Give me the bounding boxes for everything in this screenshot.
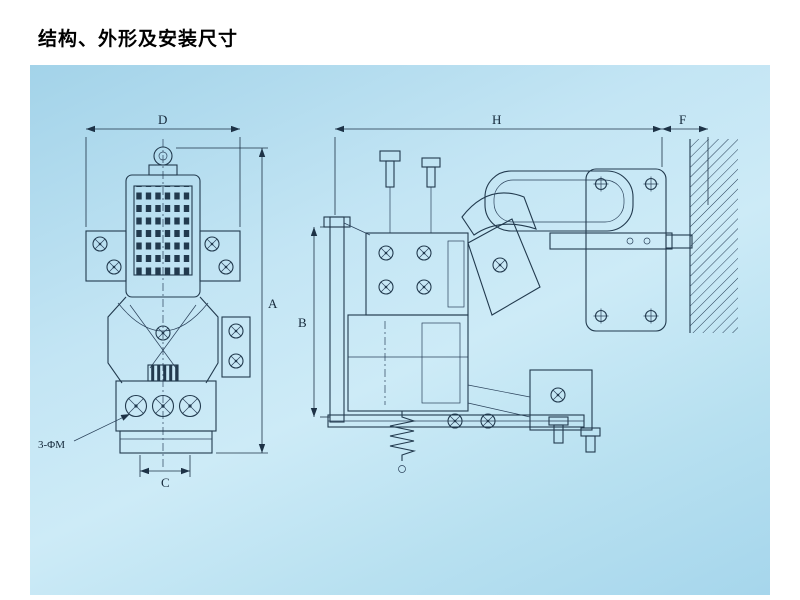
dimension-f: F (662, 112, 709, 205)
dim-a-label: A (268, 296, 278, 311)
dim-f-label: F (679, 112, 686, 127)
dimension-b: B (298, 226, 348, 418)
technical-drawing: D A C 3-ΦM (38, 112, 738, 490)
dim-h-label: H (492, 112, 501, 127)
thread-note: 3-ΦM (38, 413, 131, 451)
dim-c-label: C (161, 475, 170, 490)
dimension-d: D (85, 112, 241, 227)
dimension-c: C (139, 455, 191, 490)
dim-d-label: D (158, 112, 167, 127)
page-title: 结构、外形及安装尺寸 (38, 29, 239, 50)
side-view (323, 139, 738, 473)
blueprint-canvas: D A C 3-ΦM (30, 65, 770, 595)
dimension-h: H (334, 112, 663, 215)
thread-note-label: 3-ΦM (38, 439, 65, 451)
dim-b-label: B (298, 315, 307, 330)
front-view (85, 139, 251, 467)
dimension-a: A (176, 147, 278, 454)
